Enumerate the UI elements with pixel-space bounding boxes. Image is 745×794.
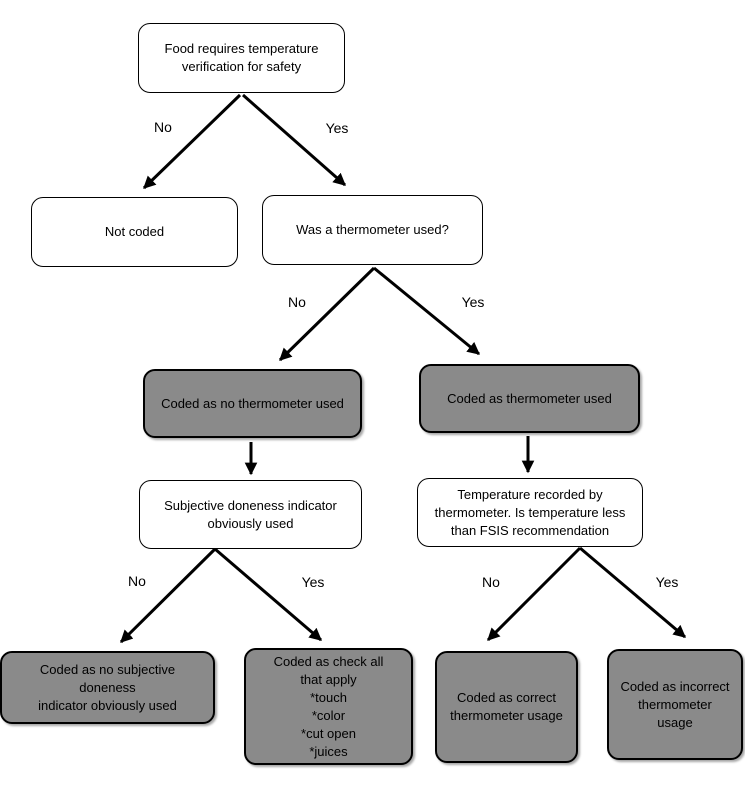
node-not-coded: Not coded <box>31 197 238 267</box>
node-thermometer-question: Was a thermometer used? <box>262 195 483 265</box>
arrow-root-yes <box>242 93 346 187</box>
node-coded-thermometer: Coded as thermometer used <box>419 364 640 433</box>
arrow-subjective-yes <box>214 547 322 642</box>
arrow-subjective-no <box>119 547 217 644</box>
node-subjective-indicator: Subjective doneness indicator obviously … <box>139 480 362 549</box>
edge-label-subjective-no: No <box>128 573 146 589</box>
edge-label-root-yes: Yes <box>325 120 349 136</box>
arrow-thermo-no <box>278 266 376 362</box>
node-coded-no-subjective: Coded as no subjective doneness indicato… <box>0 651 215 724</box>
arrow-thermo-yes <box>373 266 480 356</box>
edge-label-root-no: No <box>154 119 172 135</box>
edge-label-thermo-yes: Yes <box>461 294 485 310</box>
edge-label-thermo-no: No <box>288 294 306 310</box>
edge-label-temp-no: No <box>482 574 500 590</box>
edge-label-subjective-yes: Yes <box>301 574 325 590</box>
arrow-root-no <box>142 93 242 190</box>
node-temperature-recorded: Temperature recorded by thermometer. Is … <box>417 478 643 547</box>
node-coded-correct-usage: Coded as correct thermometer usage <box>435 651 578 763</box>
arrow-temp-no <box>486 546 582 642</box>
node-coded-no-thermometer: Coded as no thermometer used <box>143 369 362 438</box>
node-coded-incorrect-usage: Coded as incorrect thermometer usage <box>607 649 743 760</box>
arrow-temp-yes <box>579 546 686 639</box>
node-root: Food requires temperature verification f… <box>138 23 345 93</box>
node-coded-check-all: Coded as check all that apply *touch *co… <box>244 648 413 765</box>
edge-label-temp-yes: Yes <box>655 574 679 590</box>
